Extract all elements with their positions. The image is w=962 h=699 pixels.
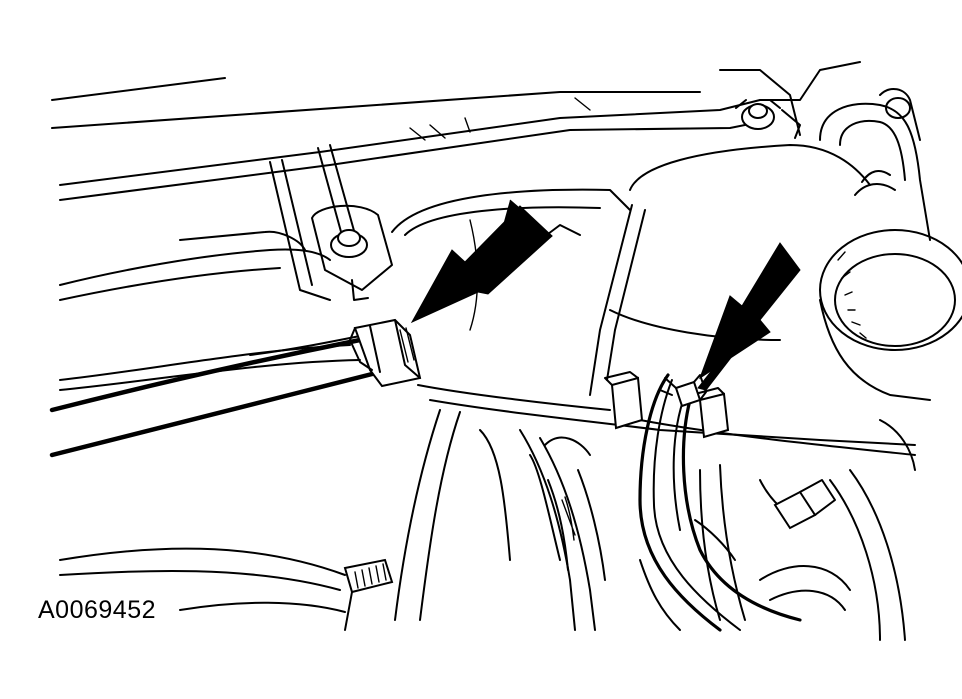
cowl-panel xyxy=(51,61,861,201)
electrical-connector-left xyxy=(349,318,422,388)
lower-right-components xyxy=(639,419,916,641)
arrow-pointer-icon xyxy=(410,199,553,324)
figure-id-label: A0069452 xyxy=(38,596,157,624)
tank-clips xyxy=(604,371,730,439)
arrow-pointer-icon xyxy=(697,317,761,391)
left-fender-lines xyxy=(59,230,361,391)
arrow-pointer-icon xyxy=(699,242,801,380)
coolant-reservoir xyxy=(391,144,916,456)
wiring-harness-right xyxy=(638,373,802,632)
harness-clip xyxy=(59,547,394,631)
upper-hose xyxy=(819,88,931,241)
bolt-upper xyxy=(735,99,781,130)
air-intake-duct xyxy=(394,409,606,631)
wiring-harness-left xyxy=(49,334,383,458)
filler-cap xyxy=(819,229,962,401)
mount-bracket xyxy=(269,144,393,301)
